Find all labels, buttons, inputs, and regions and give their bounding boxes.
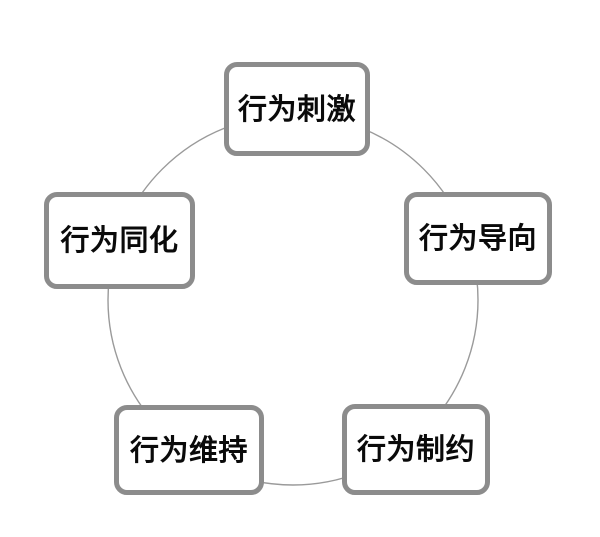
cycle-node-behavior-maintenance[interactable]: 行为维持	[114, 405, 264, 495]
cycle-node-behavior-assimilation[interactable]: 行为同化	[44, 192, 195, 289]
cycle-node-label: 行为同化	[60, 223, 179, 257]
cycle-node-behavior-constraint[interactable]: 行为制约	[342, 404, 490, 495]
cycle-node-label: 行为导向	[418, 221, 537, 255]
cycle-node-behavior-stimulus[interactable]: 行为刺激	[224, 62, 370, 156]
cycle-node-label: 行为刺激	[237, 91, 356, 126]
cycle-node-label: 行为维持	[129, 432, 248, 467]
cycle-node-label: 行为制约	[356, 432, 475, 466]
cycle-node-behavior-orientation[interactable]: 行为导向	[404, 192, 552, 285]
